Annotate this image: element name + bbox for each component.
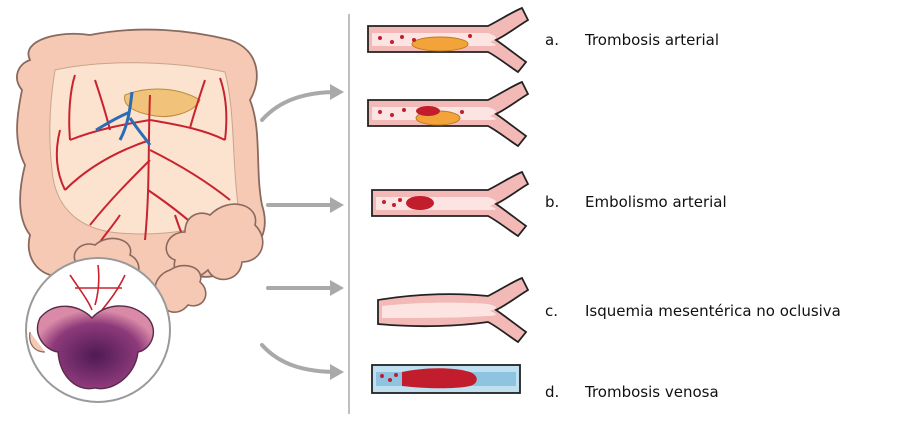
- label-b: b.Embolismo arterial: [545, 193, 727, 211]
- arrows: [262, 92, 338, 372]
- label-c-text: Isquemia mesentérica no oclusiva: [585, 302, 841, 320]
- label-d: d.Trombosis venosa: [545, 383, 719, 401]
- clot: [416, 106, 440, 116]
- arrowhead-a: [330, 84, 344, 100]
- label-d-letter: d.: [545, 383, 585, 401]
- vessel-venous-thrombosis: [372, 365, 520, 393]
- label-a: a.Trombosis arterial: [545, 31, 719, 49]
- label-a-text: Trombosis arterial: [585, 31, 719, 49]
- divider-line: [348, 14, 350, 414]
- label-c-letter: c.: [545, 302, 585, 320]
- label-a-letter: a.: [545, 31, 585, 49]
- label-d-text: Trombosis venosa: [585, 383, 719, 401]
- embolus: [406, 196, 434, 210]
- mesentery: [50, 63, 238, 234]
- vessel-non-occlusive: [378, 278, 528, 342]
- venous-clot: [402, 368, 477, 388]
- arrow-a: [262, 92, 338, 120]
- arrowhead-c: [330, 280, 344, 296]
- label-b-letter: b.: [545, 193, 585, 211]
- thrombus: [412, 37, 468, 51]
- arrow-d: [262, 345, 338, 372]
- label-c: c.Isquemia mesentérica no oclusiva: [545, 302, 841, 320]
- ischemic-loop-inset: [26, 258, 170, 402]
- label-b-text: Embolismo arterial: [585, 193, 727, 211]
- vessel-arterial-thrombosis-1: [368, 8, 528, 72]
- arrowhead-b: [330, 197, 344, 213]
- arrowhead-d: [330, 364, 344, 380]
- vessel-arterial-thrombosis-2: [368, 82, 528, 146]
- intestine-illustration: [17, 30, 265, 313]
- vessel-arterial-embolism: [372, 172, 528, 236]
